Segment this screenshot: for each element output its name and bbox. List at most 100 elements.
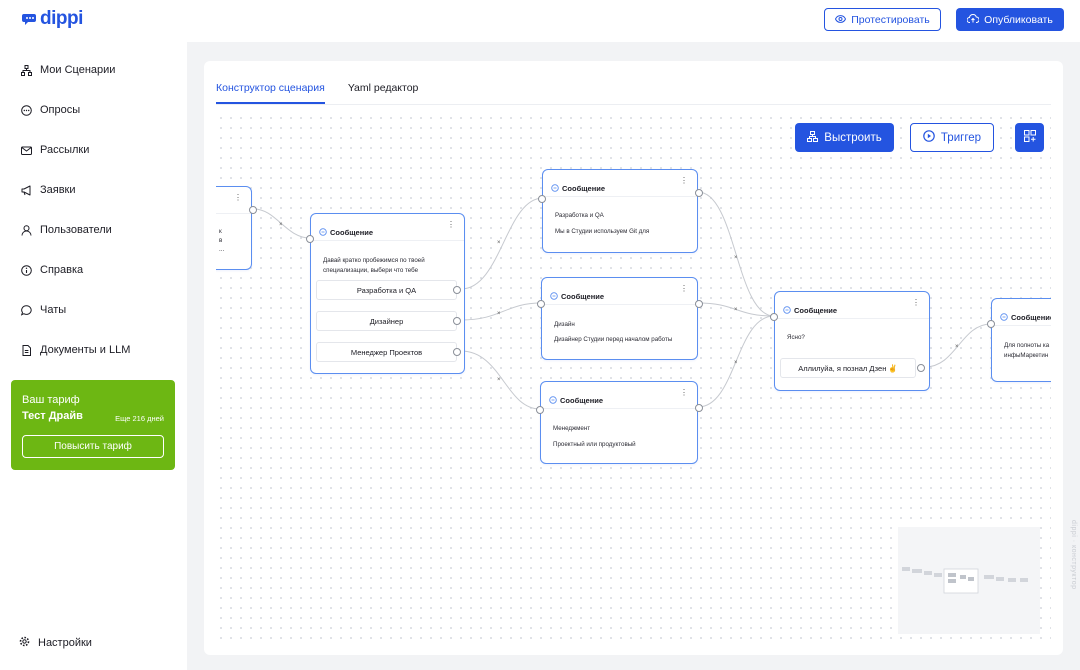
- sidebar-item-documents[interactable]: Документы и LLM: [0, 330, 187, 370]
- sidebar-item-label: Мои Сценарии: [40, 64, 116, 76]
- sidebar-item-settings[interactable]: Настройки: [19, 634, 92, 652]
- test-button[interactable]: Протестировать: [824, 8, 941, 31]
- play-circle-icon: [923, 130, 935, 145]
- sidebar-item-scenarios[interactable]: Мои Сценарии: [0, 50, 187, 90]
- mail-icon: [21, 145, 32, 156]
- node-input-port[interactable]: [538, 195, 546, 203]
- node-management-message[interactable]: Сообщение ⋮ Менеджмент Проектный или про…: [536, 381, 703, 464]
- canvas-minimap[interactable]: [898, 527, 1040, 634]
- node-dev-message[interactable]: Сообщение ⋮ Разработка и QA Мы в Студии …: [538, 169, 703, 253]
- node-text: Ясно?: [787, 334, 805, 341]
- node-title: Сообщение: [330, 227, 374, 237]
- node-menu-icon[interactable]: ⋮: [912, 298, 920, 307]
- sidebar-nav: Мои Сценарии Опросы Рассылки Заявки Поль…: [0, 50, 187, 370]
- sidebar-item-label: Чаты: [40, 304, 67, 316]
- gear-icon: [19, 634, 30, 652]
- node-text: инфыМаркетин: [1004, 352, 1049, 359]
- node-divider: [216, 213, 251, 214]
- node-title: Сообщение: [794, 305, 838, 315]
- node-menu-icon[interactable]: ⋮: [680, 284, 688, 293]
- node-main-message[interactable]: Сообщение ⋮ Давай кратко пробежимся по т…: [306, 213, 465, 374]
- tariff-remaining: Еще 216 дней: [115, 414, 164, 423]
- node-title: Сообщение: [562, 183, 606, 193]
- wire-delete-icon: ×: [497, 240, 501, 246]
- chat-bubble-icon: [550, 287, 558, 305]
- node-input-port[interactable]: [770, 313, 778, 321]
- node-text: Менеджмент: [553, 425, 591, 432]
- sidebar-item-label: Заявки: [40, 184, 76, 196]
- sidebar-item-users[interactable]: Пользователи: [0, 210, 187, 250]
- sitemap-icon: [21, 64, 32, 76]
- chat-icon: [21, 304, 32, 316]
- option-output-port[interactable]: [453, 348, 461, 356]
- node-left-partial[interactable]: ⋮ к в ...: [216, 186, 257, 270]
- upgrade-tariff-button[interactable]: Повысить тариф: [22, 435, 164, 458]
- node-menu-icon[interactable]: ⋮: [447, 220, 455, 229]
- top-header: Протестировать Опубликовать: [187, 0, 1080, 42]
- wire-mgmt-clear: [697, 315, 775, 408]
- node-input-port[interactable]: [536, 406, 544, 414]
- node-output-port[interactable]: [695, 300, 703, 308]
- trigger-button[interactable]: Триггер: [910, 123, 994, 152]
- sidebar-item-mailings[interactable]: Рассылки: [0, 130, 187, 170]
- node-menu-icon[interactable]: ⋮: [680, 176, 688, 185]
- sidebar-item-label: Пользователи: [40, 224, 112, 236]
- wire-main-dev: [460, 197, 544, 290]
- wire-left-to-main: [253, 208, 311, 239]
- wire-delete-icon: ×: [734, 307, 738, 313]
- sidebar: dippi Мои Сценарии Опросы Рассылки Заявк…: [0, 0, 187, 670]
- option-got-it[interactable]: Аллилуйа, я познал Дзен ✌️: [780, 358, 916, 378]
- sidebar-item-requests[interactable]: Заявки: [0, 170, 187, 210]
- node-output-port[interactable]: [249, 206, 257, 214]
- node-title: Сообщение: [561, 291, 605, 301]
- sidebar-item-help[interactable]: Справка: [0, 250, 187, 290]
- option-output-port[interactable]: [453, 317, 461, 325]
- sidebar-item-surveys[interactable]: Опросы: [0, 90, 187, 130]
- wire-design-clear: [697, 302, 775, 317]
- option-project-manager[interactable]: Менеджер Проектов: [316, 342, 457, 362]
- node-text: Давай кратко пробежимся по твоей специал…: [323, 257, 425, 274]
- minimap-preview: [902, 567, 1028, 594]
- node-input-port[interactable]: [537, 300, 545, 308]
- info-icon: [21, 264, 32, 276]
- node-output-port[interactable]: [695, 189, 703, 197]
- tab-scenario-builder[interactable]: Конструктор сценария: [216, 61, 325, 104]
- node-design-message[interactable]: Сообщение ⋮ Дизайн Дизайнер Студии перед…: [537, 277, 703, 360]
- user-icon: [21, 224, 32, 236]
- node-menu-icon[interactable]: ⋮: [234, 193, 242, 202]
- logo-text: dippi: [40, 8, 83, 29]
- node-input-port[interactable]: [987, 320, 995, 328]
- node-clear-message[interactable]: Сообщение ⋮ Ясно? Аллилуйа, я познал Дзе…: [770, 291, 930, 391]
- logo[interactable]: dippi: [22, 8, 83, 30]
- sidebar-item-chats[interactable]: Чаты: [0, 290, 187, 330]
- node-output-port[interactable]: [695, 404, 703, 412]
- node-header: Сообщение: [783, 301, 837, 319]
- node-header: Сообщение: [549, 391, 603, 409]
- publish-button[interactable]: Опубликовать: [956, 8, 1064, 31]
- wire-delete-icon: ×: [734, 255, 738, 261]
- chat-dots-icon: [21, 104, 32, 116]
- option-designer[interactable]: Дизайнер: [316, 311, 457, 331]
- node-input-port[interactable]: [306, 235, 314, 243]
- view-toggle-button[interactable]: [1015, 123, 1044, 152]
- test-button-label: Протестировать: [851, 13, 930, 26]
- option-dev-qa[interactable]: Разработка и QA: [316, 280, 457, 300]
- node-divider: [543, 196, 697, 197]
- option-output-port[interactable]: [453, 286, 461, 294]
- tab-yaml-editor[interactable]: Yaml редактор: [347, 82, 419, 94]
- logo-chat-icon: [22, 12, 38, 26]
- node-text: к в ...: [219, 228, 225, 253]
- node-header: Сообщение: [319, 223, 373, 241]
- wire-delete-icon: ×: [497, 377, 501, 383]
- flow-canvas[interactable]: × × × × × × × × Выстроить Триггер: [216, 113, 1051, 643]
- sidebar-item-label: Рассылки: [40, 144, 90, 156]
- node-text: Мы в Студии используем Git для: [555, 228, 650, 235]
- trigger-button-label: Триггер: [940, 131, 982, 144]
- chat-bubble-icon: [549, 391, 557, 409]
- vertical-watermark: dippi · конструктор: [1070, 520, 1077, 590]
- build-layout-button[interactable]: Выстроить: [795, 123, 894, 152]
- sidebar-item-label: Опросы: [40, 104, 81, 116]
- node-right-partial[interactable]: Сообщение Для полноты ка инфыМаркетин: [987, 298, 1051, 382]
- node-menu-icon[interactable]: ⋮: [680, 388, 688, 397]
- option-output-port[interactable]: [917, 364, 925, 372]
